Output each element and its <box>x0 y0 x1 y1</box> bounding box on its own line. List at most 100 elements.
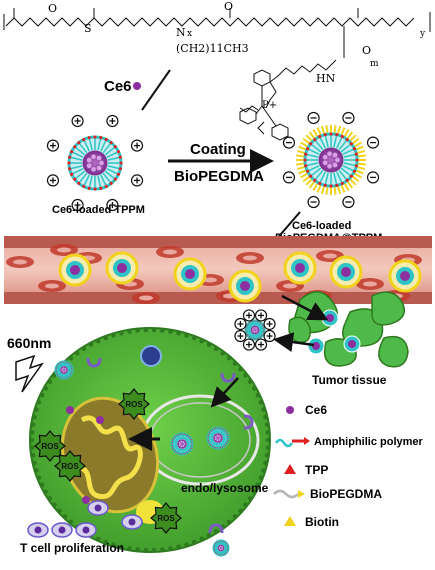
lysosome-particle-b <box>207 427 228 448</box>
membrane-particle <box>56 362 73 379</box>
ros-label: ROS <box>125 400 143 409</box>
chem-label-dodecyl: (CH2)11CH3 <box>176 42 249 55</box>
membrane-dot <box>214 347 218 351</box>
membrane-dot <box>89 343 93 347</box>
membrane-dot <box>82 347 86 351</box>
membrane-dot <box>44 386 48 390</box>
membrane-dot <box>265 453 269 457</box>
chem-label-hn: HN <box>316 72 336 85</box>
biopegdma-tppm-core <box>283 112 378 207</box>
membrane-dot <box>168 546 172 550</box>
membrane-dot <box>176 331 180 335</box>
membrane-dot <box>207 533 211 537</box>
membrane-dot <box>160 547 164 551</box>
released-ce6 <box>66 406 74 414</box>
membrane-dot <box>104 336 108 340</box>
chem-label-y: y <box>419 29 426 39</box>
membrane-dot <box>243 373 247 377</box>
red-blood-cell-center <box>45 284 59 289</box>
membrane-dot <box>48 380 52 384</box>
membrane-dot <box>69 356 73 360</box>
red-blood-cell-center <box>57 248 71 253</box>
membrane-dot <box>266 445 270 449</box>
legend-ce6-icon <box>286 406 294 414</box>
chem-label-p: P+ <box>262 100 277 111</box>
chem-label-n: N <box>176 26 186 39</box>
membrane-dot <box>200 537 204 541</box>
tumor-cell-blob <box>289 317 310 342</box>
membrane-dot <box>30 430 34 434</box>
membrane-dot <box>52 502 56 506</box>
membrane-dot <box>96 339 100 343</box>
membrane-dot <box>135 547 139 551</box>
ce6-loaded-bio-label-1: Ce6-loaded <box>292 220 351 232</box>
vessel-particle-core <box>341 267 351 277</box>
membrane-dot <box>227 520 231 524</box>
membrane-dot <box>243 502 247 506</box>
membrane-dot <box>37 475 41 479</box>
biopegdma-reagent-label: BioPEGDMA <box>174 168 264 185</box>
red-blood-cell-center <box>13 260 27 265</box>
membrane-dot <box>265 422 269 426</box>
legend-tpp-icon <box>284 464 296 474</box>
membrane-dot <box>31 453 35 457</box>
membrane-dot <box>119 331 123 335</box>
vessel-particle-core <box>70 265 80 275</box>
membrane-dot <box>160 328 164 332</box>
membrane-dot <box>34 468 38 472</box>
endo-lysosome-label: endo/lysosome <box>181 481 269 495</box>
membrane-dot <box>144 548 148 552</box>
legend-biopegdma-label: BioPEGDMA <box>310 487 382 501</box>
released-ce6 <box>82 496 90 504</box>
membrane-dot <box>233 514 237 518</box>
membrane-dot <box>34 407 38 411</box>
exiting-particle <box>214 541 229 556</box>
t-cell-proliferation-label: T cell proliferation <box>20 541 124 555</box>
ros-label: ROS <box>157 514 175 523</box>
chem-label-o2: O <box>224 0 233 13</box>
chem-label-x: x <box>187 29 192 39</box>
legend-ce6-label: Ce6 <box>305 403 327 417</box>
membrane-dot <box>30 445 34 449</box>
membrane-dot <box>32 461 36 465</box>
legend-biotin-icon <box>284 516 296 526</box>
tumor-particle-core <box>326 314 334 322</box>
tumor-particle-core <box>348 340 356 348</box>
membrane-dot <box>152 548 156 552</box>
membrane-dot <box>176 545 180 549</box>
ce6-loaded-tppm-particle <box>47 115 142 210</box>
wavelength-label: 660nm <box>7 335 51 351</box>
membrane-dot <box>266 430 270 434</box>
membrane-dot <box>40 393 44 397</box>
membrane-dot <box>40 483 44 487</box>
membrane-dot <box>238 367 242 371</box>
membrane-dot <box>227 356 231 360</box>
membrane-dot <box>192 336 196 340</box>
red-blood-cell-center <box>163 250 177 255</box>
membrane-dot <box>111 333 115 337</box>
membrane-dot <box>261 468 265 472</box>
membrane-dot <box>32 415 36 419</box>
chem-label-m: m <box>370 59 379 69</box>
tumor-tissue-label: Tumor tissue <box>312 373 387 387</box>
membrane-dot <box>214 529 218 533</box>
membrane-dot <box>207 343 211 347</box>
ce6-add-arrow <box>142 70 170 110</box>
membrane-dot <box>266 438 270 442</box>
membrane-dot <box>57 509 61 513</box>
ce6-loaded-tppm-label: Ce6-loaded TPPM <box>52 204 145 216</box>
internalized-particle-top <box>141 346 161 366</box>
polymer-structure <box>4 8 430 134</box>
membrane-dot <box>127 546 131 550</box>
membrane-dot <box>184 542 188 546</box>
ce6-dot-icon <box>133 82 141 90</box>
membrane-dot <box>63 514 67 518</box>
vessel-particle-core <box>185 269 195 279</box>
membrane-dot <box>259 475 263 479</box>
membrane-dot <box>69 520 73 524</box>
blood-vessel <box>4 236 432 304</box>
membrane-dot <box>233 361 237 365</box>
membrane-dot <box>168 329 172 333</box>
